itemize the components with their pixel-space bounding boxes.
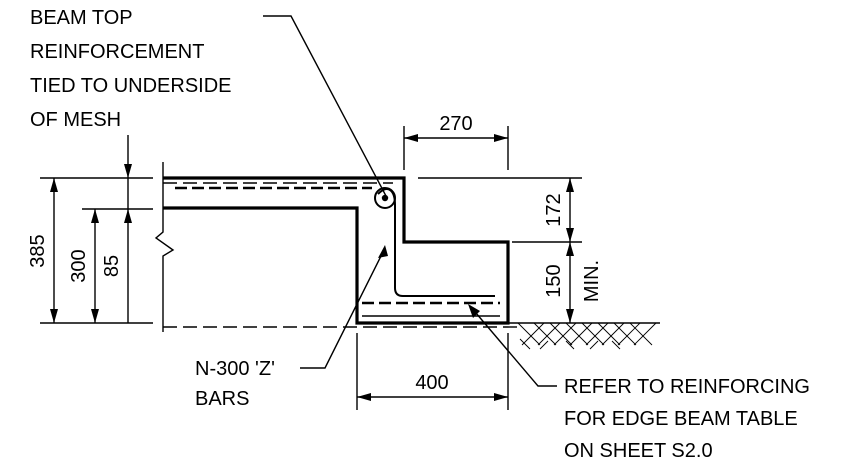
dimension-slab-to-beam-label: 85 <box>101 255 123 277</box>
dimension-slab-depth: 300 <box>68 208 153 323</box>
dimension-right-side: 172 150 MIN. <box>418 177 603 323</box>
leader-z-bars <box>300 247 386 369</box>
dimension-overall-depth: 385 <box>27 177 153 324</box>
dimension-slab-depth-label: 300 <box>68 249 90 282</box>
note-top-reinforcement-line-4: OF MESH <box>30 109 121 131</box>
dimension-beam-width-bottom-label: 400 <box>415 372 448 394</box>
dimension-embed-depth-label: 150 <box>543 264 565 297</box>
note-top-reinforcement-line-2: REINFORCEMENT <box>30 41 204 63</box>
note-refer-line-2: FOR EDGE BEAM TABLE <box>564 408 798 430</box>
dimension-beam-width-bottom: 400 <box>356 333 509 410</box>
ground-hatching <box>508 322 660 350</box>
dimension-beam-width-top-label: 270 <box>439 113 472 135</box>
note-refer-line-3: ON SHEET S2.0 <box>564 440 713 462</box>
leader-refer-arrow <box>468 304 480 318</box>
leader-z-bars-arrow <box>378 245 388 258</box>
dimension-embed-min-label: MIN. <box>581 260 603 302</box>
note-top-reinforcement-line-3: TIED TO UNDERSIDE <box>30 75 232 97</box>
note-top-reinforcement-line-1: BEAM TOP <box>30 7 133 29</box>
dimension-overall-depth-label: 385 <box>27 234 49 267</box>
dimension-beam-top-depth-label: 172 <box>543 193 565 226</box>
z-bar <box>377 188 495 297</box>
note-z-bars-line-1: N-300 'Z' <box>195 358 275 380</box>
leader-top-reinforcement <box>263 15 387 197</box>
note-z-bars: N-300 'Z' BARS <box>195 358 275 410</box>
note-refer-line-1: REFER TO REINFORCING <box>564 376 810 398</box>
break-line <box>154 162 175 332</box>
slab-beam-outline <box>163 176 510 325</box>
top-bar-circle <box>374 187 396 209</box>
note-top-reinforcement: BEAM TOP REINFORCEMENT TIED TO UNDERSIDE… <box>30 7 232 131</box>
dimension-slab-to-beam: 85 <box>101 135 132 323</box>
note-refer: REFER TO REINFORCING FOR EDGE BEAM TABLE… <box>564 376 810 462</box>
hatch-pattern <box>517 322 657 350</box>
dimension-beam-width-top: 270 <box>403 113 509 170</box>
top-bar-dot <box>381 194 389 202</box>
note-z-bars-line-2: BARS <box>195 388 249 410</box>
leader-refer <box>469 305 557 387</box>
